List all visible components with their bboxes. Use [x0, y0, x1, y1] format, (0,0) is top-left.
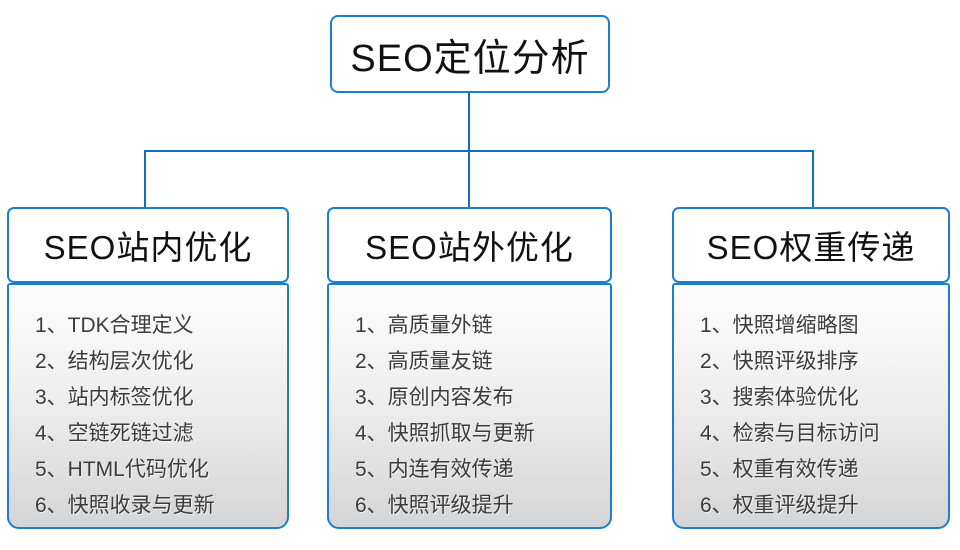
column-header-offsite: SEO站外优化 — [327, 207, 612, 283]
list-item: 5、权重有效传递 — [700, 458, 859, 481]
list-item: 3、搜索体验优化 — [700, 386, 859, 409]
connector-drop-right — [812, 150, 814, 208]
connector-drop-middle — [468, 150, 470, 208]
column-list-weight: 1、快照增缩略图 2、快照评级排序 3、搜索体验优化 4、检索与目标访问 5、权… — [672, 283, 950, 529]
column-weight-transfer: SEO权重传递 1、快照增缩略图 2、快照评级排序 3、搜索体验优化 4、检索与… — [672, 207, 950, 529]
list-item: 3、原创内容发布 — [355, 386, 514, 409]
list-item: 2、结构层次优化 — [35, 350, 194, 373]
list-item: 4、快照抓取与更新 — [355, 422, 535, 445]
list-item: 1、快照增缩略图 — [700, 314, 859, 337]
list-item: 5、内连有效传递 — [355, 458, 514, 481]
list-item: 2、高质量友链 — [355, 350, 493, 373]
list-item: 1、TDK合理定义 — [35, 314, 194, 337]
column-list-offsite: 1、高质量外链 2、高质量友链 3、原创内容发布 4、快照抓取与更新 5、内连有… — [327, 283, 612, 529]
connector-crossbar — [144, 150, 814, 152]
connector-drop-left — [144, 150, 146, 208]
column-list-onsite: 1、TDK合理定义 2、结构层次优化 3、站内标签优化 4、空链死链过滤 5、H… — [7, 283, 289, 529]
list-item: 6、快照评级提升 — [355, 494, 514, 517]
connector-root-stem — [468, 93, 470, 152]
root-node-seo-positioning-analysis: SEO定位分析 — [330, 15, 610, 93]
column-offsite-optimization: SEO站外优化 1、高质量外链 2、高质量友链 3、原创内容发布 4、快照抓取与… — [327, 207, 612, 529]
column-header-label: SEO站内优化 — [43, 229, 253, 266]
list-item: 1、高质量外链 — [355, 314, 493, 337]
list-item: 6、权重评级提升 — [700, 494, 859, 517]
column-header-weight: SEO权重传递 — [672, 207, 950, 283]
list-item: 6、快照收录与更新 — [35, 494, 215, 517]
column-header-onsite: SEO站内优化 — [7, 207, 289, 283]
list-item: 4、空链死链过滤 — [35, 422, 194, 445]
column-header-label: SEO站外优化 — [365, 229, 574, 266]
list-item: 5、HTML代码优化 — [35, 458, 209, 481]
list-item: 3、站内标签优化 — [35, 386, 194, 409]
root-node-label: SEO定位分析 — [350, 37, 590, 80]
column-onsite-optimization: SEO站内优化 1、TDK合理定义 2、结构层次优化 3、站内标签优化 4、空链… — [7, 207, 289, 529]
column-header-label: SEO权重传递 — [706, 229, 916, 266]
list-item: 2、快照评级排序 — [700, 350, 859, 373]
list-item: 4、检索与目标访问 — [700, 422, 880, 445]
